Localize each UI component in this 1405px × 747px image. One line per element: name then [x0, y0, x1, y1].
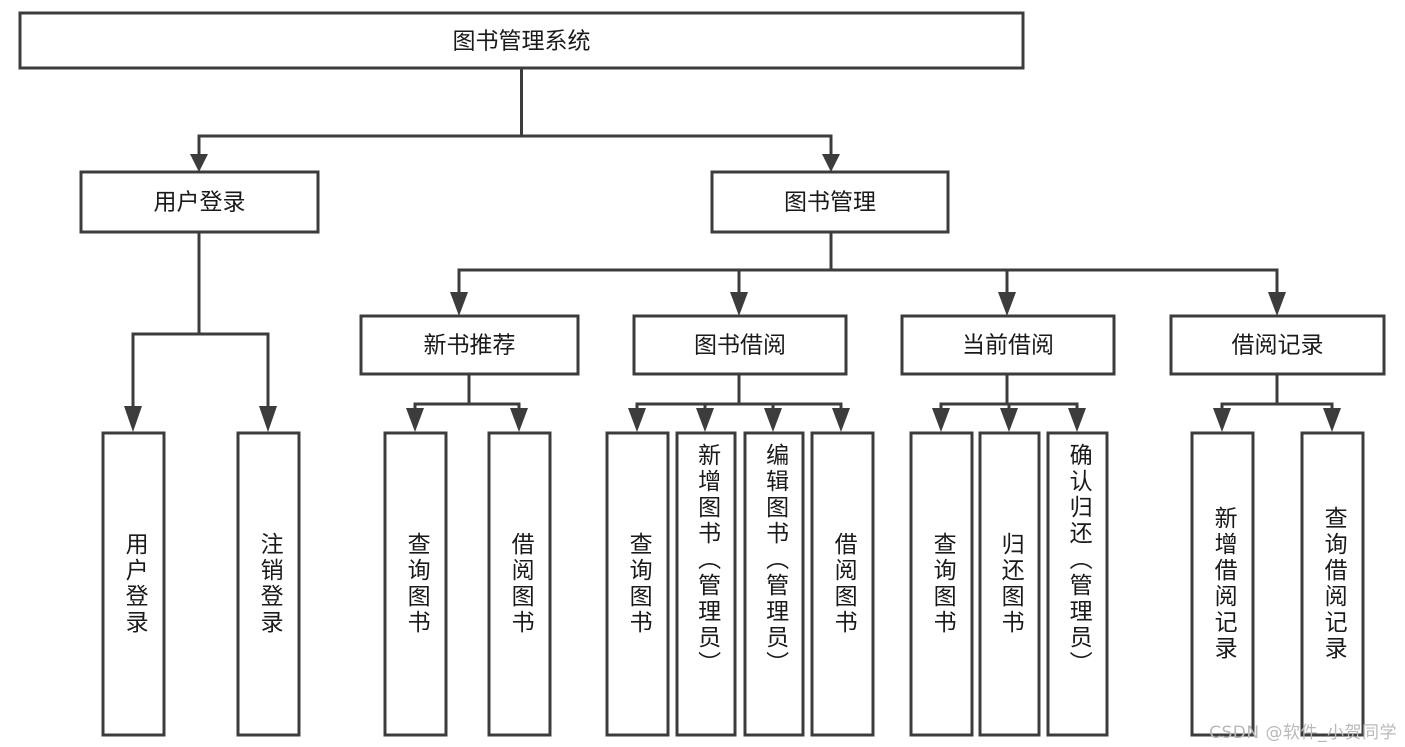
arrowhead-leaf-user-logout: [259, 406, 277, 432]
csdn-watermark: CSDN @软件_小贺同学: [1209, 723, 1397, 743]
arrowhead-new-book-recommend: [450, 292, 468, 316]
node-leaf-user-logout[interactable]: [236, 431, 301, 737]
arrowhead-leaf-borrow-book-2: [832, 408, 850, 432]
arrowhead-leaf-edit-book: [764, 408, 782, 432]
node-borrow-record-label: 借阅记录: [1232, 333, 1324, 359]
arrowhead-leaf-confirm-return: [1068, 408, 1086, 432]
node-book-borrow[interactable]: [632, 314, 848, 376]
arrowhead-leaf-add-record: [1213, 408, 1231, 432]
arrowhead-leaf-user-login: [124, 406, 142, 432]
arrowhead-book-management: [822, 154, 840, 172]
connector-group-root: [190, 66, 840, 172]
arrowhead-leaf-add-book: [696, 408, 714, 432]
node-current-borrow[interactable]: [900, 314, 1116, 376]
node-root[interactable]: [18, 11, 1025, 70]
arrowhead-book-borrow: [730, 292, 748, 316]
connector-group-current-borrow: [932, 372, 1086, 432]
arrowhead-current-borrow: [998, 292, 1016, 316]
arrowhead-borrow-record: [1268, 292, 1286, 316]
node-leaf-query-record[interactable]: [1300, 431, 1365, 737]
node-leaf-add-book[interactable]: [675, 431, 737, 737]
node-new-book-recommend[interactable]: [359, 314, 580, 376]
node-new-book-recommend-label: 新书推荐: [424, 333, 516, 359]
node-leaf-borrow-book-2[interactable]: [810, 431, 875, 737]
node-user-login-label: 用户登录: [154, 190, 246, 216]
node-leaf-query-book-2[interactable]: [605, 431, 670, 737]
arrowhead-leaf-query-book-1: [406, 408, 424, 432]
node-leaf-query-book-3[interactable]: [909, 431, 974, 737]
node-book-management[interactable]: [710, 170, 950, 234]
node-leaf-return-book[interactable]: [978, 431, 1041, 737]
node-leaf-edit-book[interactable]: [743, 431, 805, 737]
connector-group-book-borrow: [628, 372, 850, 432]
arrowhead-user-login: [190, 154, 208, 172]
node-current-borrow-label: 当前借阅: [962, 333, 1054, 359]
connector-group-new-book-recommend: [406, 372, 528, 432]
node-book-borrow-label: 图书借阅: [694, 333, 786, 359]
connector-group-user-login: [124, 230, 277, 432]
node-root-label: 图书管理系统: [453, 29, 591, 55]
node-leaf-user-login[interactable]: [101, 431, 166, 737]
node-leaf-confirm-return[interactable]: [1046, 431, 1109, 737]
node-leaf-borrow-book-1[interactable]: [487, 431, 552, 737]
node-leaf-query-book-1[interactable]: [383, 431, 448, 737]
arrowhead-leaf-return-book: [1000, 408, 1018, 432]
arrowhead-leaf-query-book-2: [628, 408, 646, 432]
node-book-management-label: 图书管理: [784, 190, 876, 216]
arrowhead-leaf-query-book-3: [932, 408, 950, 432]
arrowhead-leaf-query-record: [1323, 408, 1341, 432]
node-user-login[interactable]: [79, 170, 320, 234]
connector-group-book-management: [450, 230, 1286, 316]
connector-group-borrow-record: [1213, 372, 1341, 432]
node-leaf-add-record[interactable]: [1190, 431, 1255, 737]
arrowhead-leaf-borrow-book-1: [510, 408, 528, 432]
node-borrow-record[interactable]: [1169, 314, 1386, 376]
